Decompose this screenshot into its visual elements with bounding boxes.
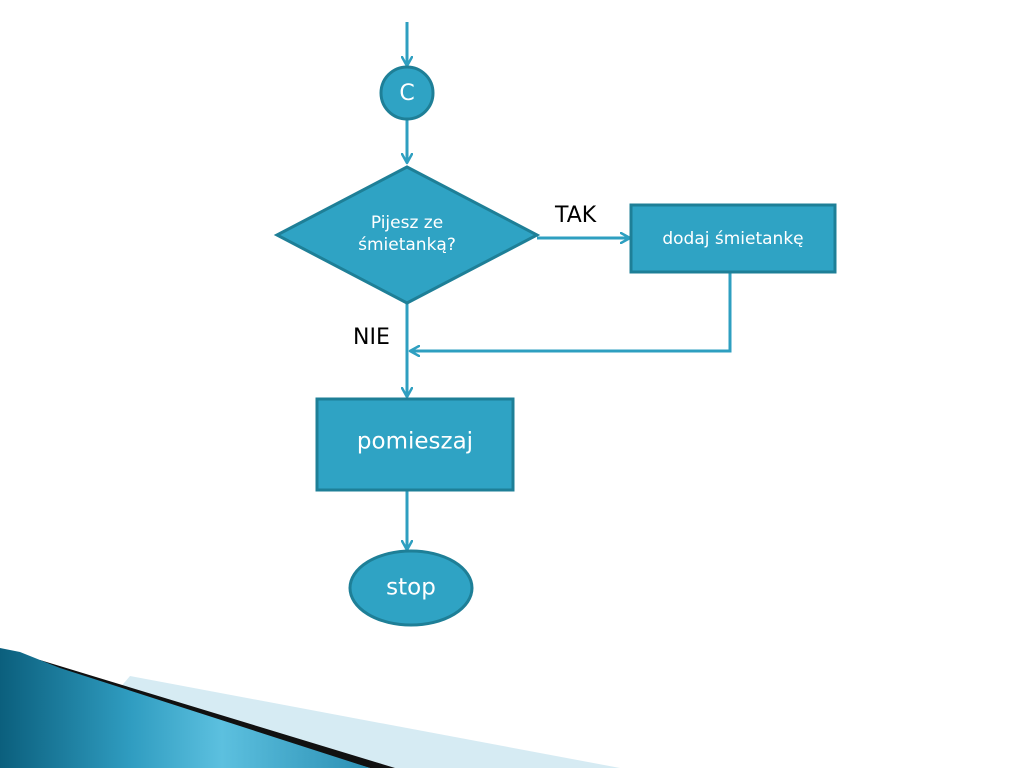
wave-blue-band (0, 648, 370, 768)
node-stir: pomieszaj (315, 397, 515, 492)
decision-label-line1: Pijesz ze (371, 213, 443, 233)
connector-circle (379, 65, 435, 121)
stop-ellipse (348, 549, 474, 627)
add-cream-label: dodaj śmietankę (662, 229, 803, 249)
node-connector-c: C (379, 65, 435, 121)
node-decision: Pijesz ze śmietanką? (273, 165, 541, 305)
stir-box (315, 397, 515, 492)
wave-black-band (30, 660, 395, 768)
yes-edge-label: TAK (554, 203, 597, 228)
node-add-cream: dodaj śmietankę (629, 203, 837, 274)
add-cream-box (629, 203, 837, 274)
connectors (407, 22, 732, 550)
connector-label: C (399, 81, 414, 106)
decision-label-line2: śmietanką? (358, 235, 456, 255)
merge-return-arrow (410, 272, 732, 351)
decision-diamond (273, 165, 541, 305)
stop-label: stop (386, 575, 436, 601)
decorative-wave (0, 648, 620, 768)
stir-label: pomieszaj (357, 429, 473, 455)
no-edge-label: NIE (353, 325, 390, 350)
node-stop: stop (348, 549, 474, 627)
